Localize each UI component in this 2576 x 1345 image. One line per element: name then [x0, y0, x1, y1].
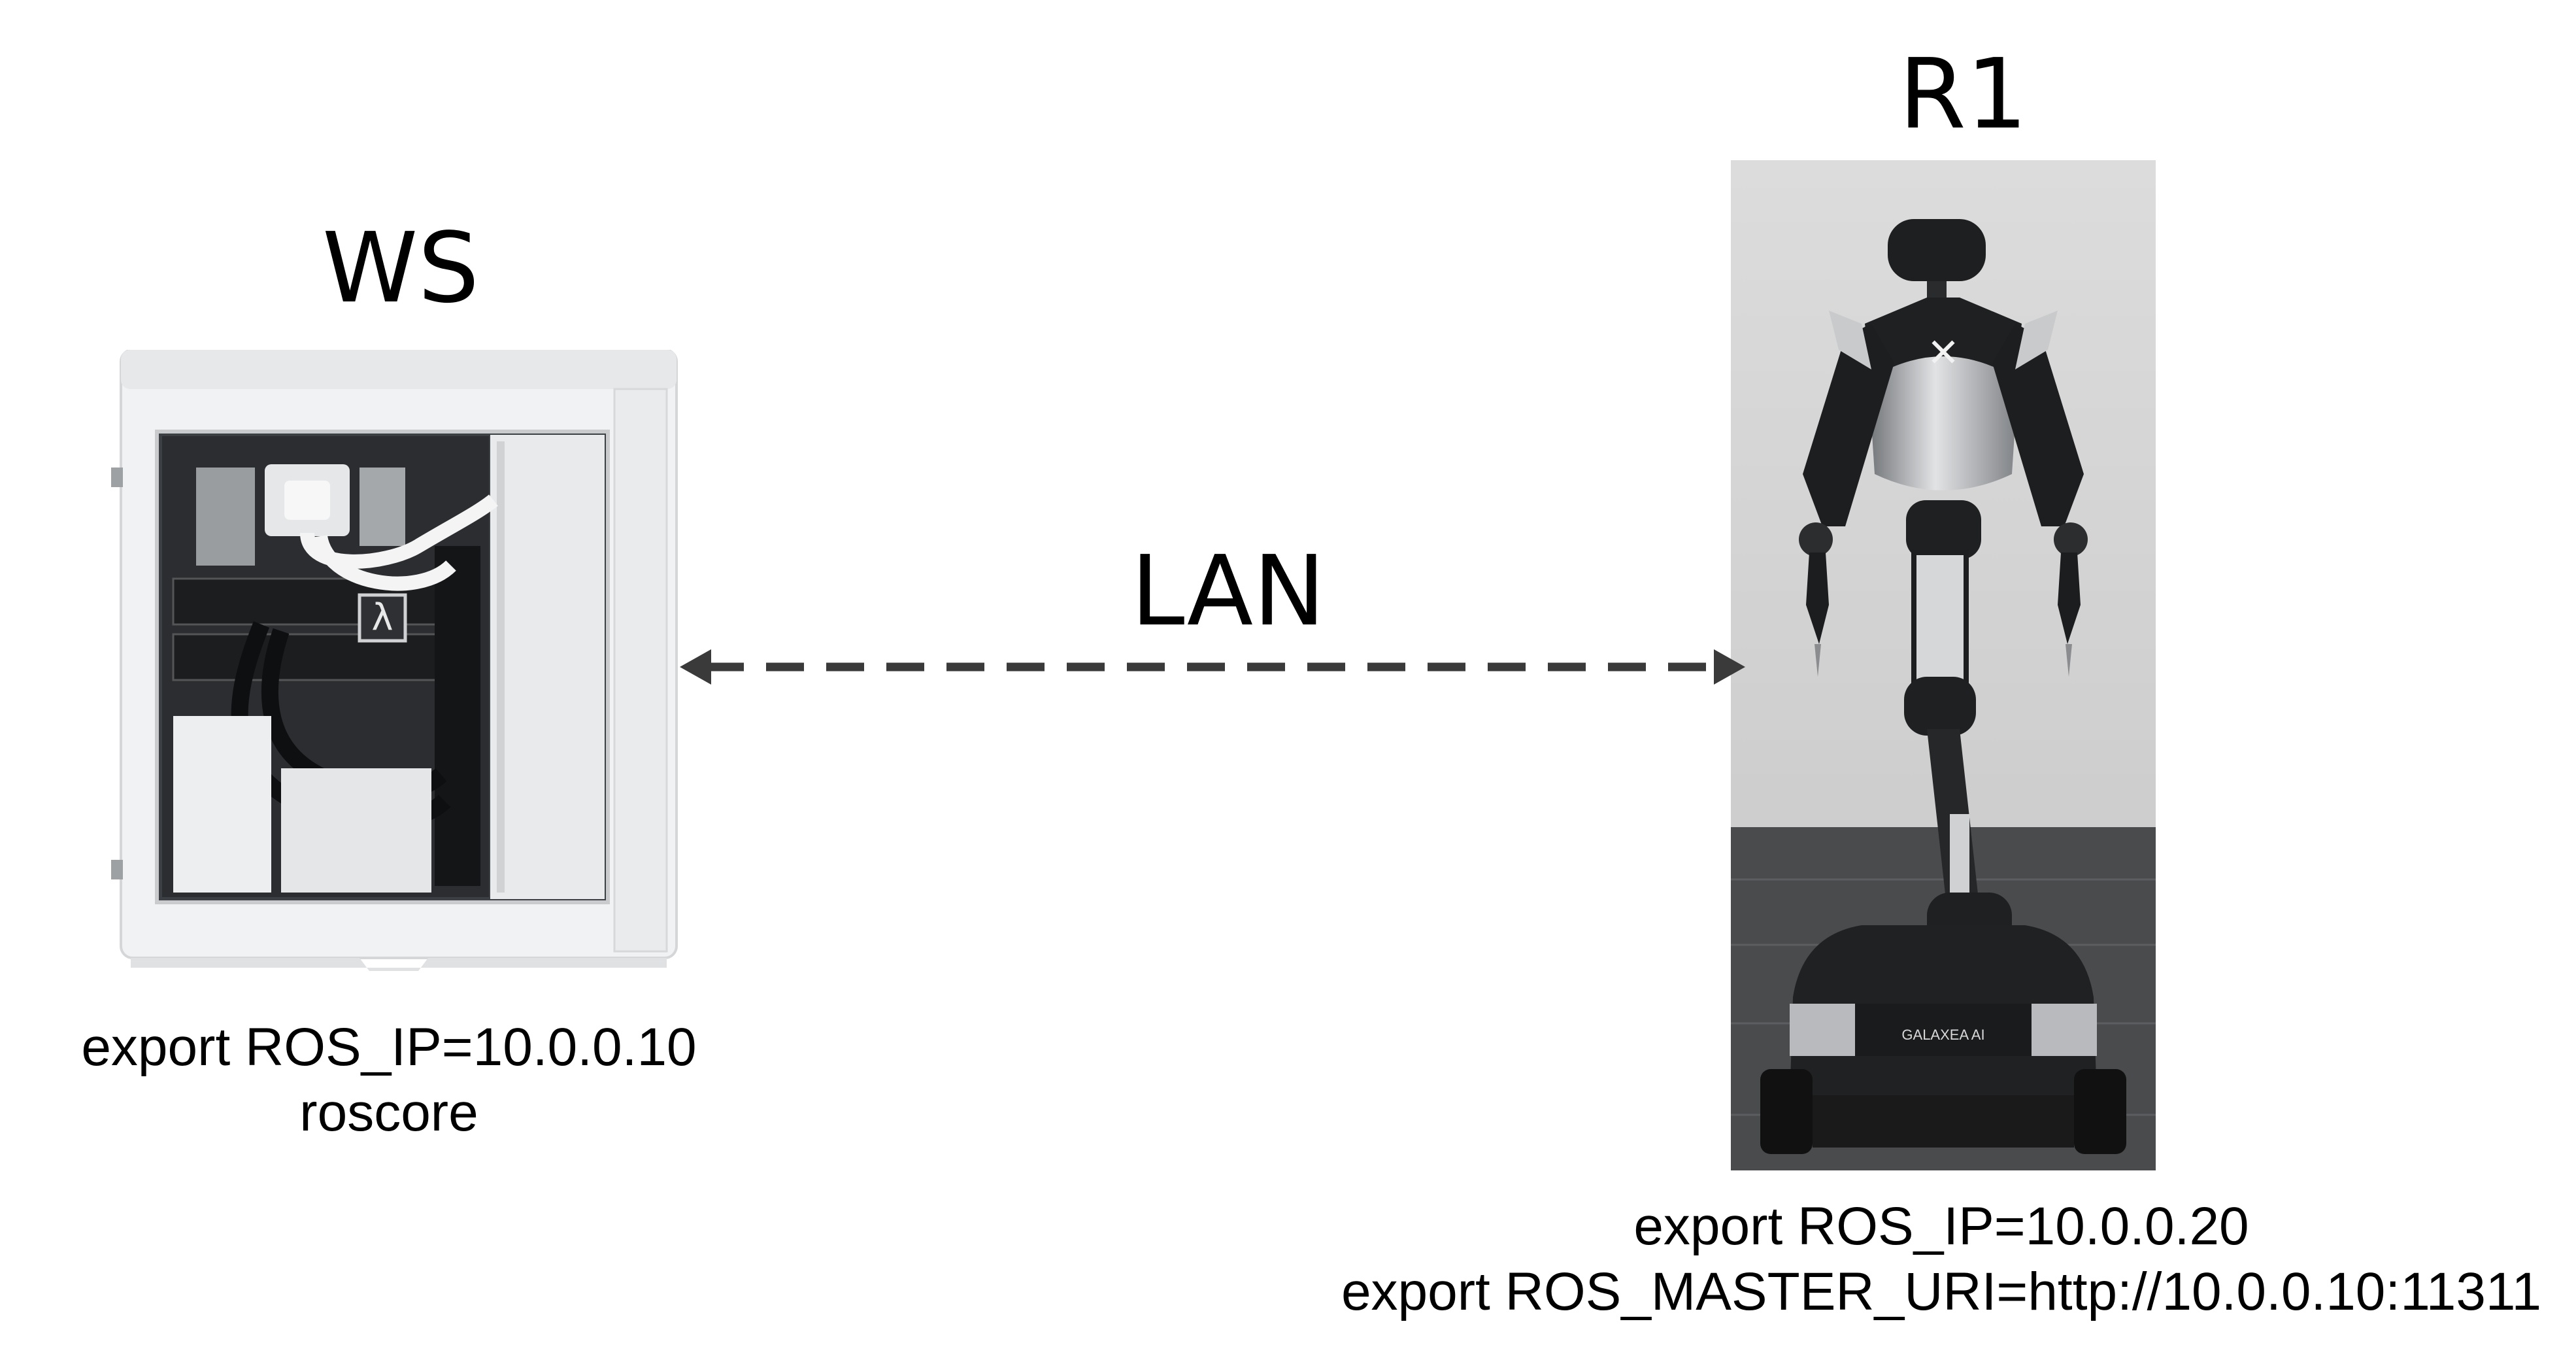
robot-left-arm	[1803, 324, 1894, 526]
lan-label: LAN	[1131, 535, 1326, 647]
r1-command-line: export ROS_MASTER_URI=http://10.0.0.10:1…	[1341, 1262, 2542, 1321]
arrowhead-right-icon	[1714, 649, 1745, 685]
robot-head	[1888, 219, 1986, 281]
robot-brand-marking: GALAXEA AI	[1901, 1027, 1984, 1043]
lambda-logo-badge	[358, 593, 407, 643]
case-top-panel	[121, 350, 677, 389]
r1-command-line: export ROS_IP=10.0.0.20	[1633, 1197, 2249, 1256]
arrowhead-left-icon	[680, 649, 711, 685]
svg-text:✕: ✕	[1927, 330, 1960, 376]
humanoid-robot-icon: ✕ GALAXEA AI	[1731, 160, 2156, 1170]
workstation-label: WS	[322, 212, 480, 324]
robot-commands: export ROS_IP=10.0.0.20 export ROS_MASTE…	[1327, 1194, 2556, 1325]
case-front-panel	[613, 388, 668, 953]
interior-side	[490, 435, 605, 899]
ws-command-line: export ROS_IP=10.0.0.10	[81, 1017, 697, 1077]
robot-label: R1	[1899, 38, 2028, 150]
robot-right-arm	[1992, 324, 2084, 526]
workstation-commands: export ROS_IP=10.0.0.10 roscore	[59, 1015, 719, 1146]
workstation-tower-icon: λ	[111, 350, 678, 971]
lan-connection-arrow	[680, 649, 1745, 685]
radiator-fan	[435, 546, 480, 886]
ws-command-line: roscore	[299, 1083, 478, 1142]
lambda-logo: λ	[371, 596, 393, 639]
